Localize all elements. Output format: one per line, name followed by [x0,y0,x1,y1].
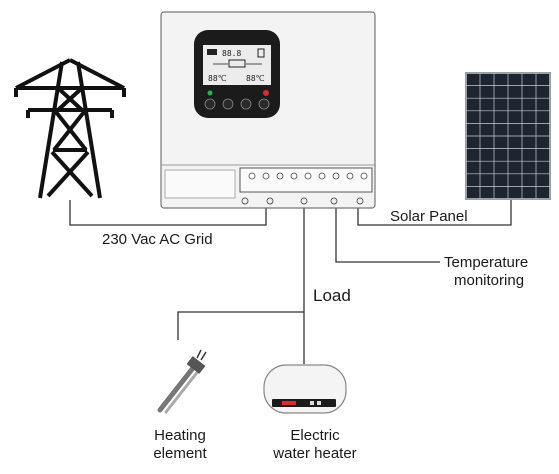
water-heater-label-line1: Electric [290,427,340,444]
temperature-label-line1: Temperature [444,254,529,271]
water-heater-icon [263,364,347,414]
grid-label: 230 Vac AC Grid [102,231,213,248]
display-right-temp: 88℃ [246,74,265,83]
display-left-temp: 88℃ [208,74,227,83]
water-heater-label-line2: water heater [273,445,357,462]
button-4[interactable] [258,98,270,110]
status-led-red [263,90,269,96]
heating-label-line1: Heating [154,427,206,444]
controller-device: 88.8 88℃ 88℃ [160,11,376,209]
button-3[interactable] [240,98,252,110]
heating-label-line2: element [153,445,207,462]
solar-panel-icon [465,72,551,200]
heating-element-icon [157,349,207,414]
terminal-block [239,167,373,193]
solar-line [357,200,512,226]
button-2[interactable] [222,98,234,110]
load-label: Load [313,286,351,305]
transmission-tower-icon [14,58,126,199]
solar-panel-label: Solar Panel [390,208,468,225]
heating-branch-line [177,311,304,340]
display-top-value: 88.8 [222,49,241,58]
connection-lines [69,200,512,364]
temperature-line [335,207,440,263]
status-led-green [207,90,213,96]
control-buttons [204,98,270,110]
grid-line [69,200,267,226]
button-1[interactable] [204,98,216,110]
temperature-label-line2: monitoring [454,272,525,289]
